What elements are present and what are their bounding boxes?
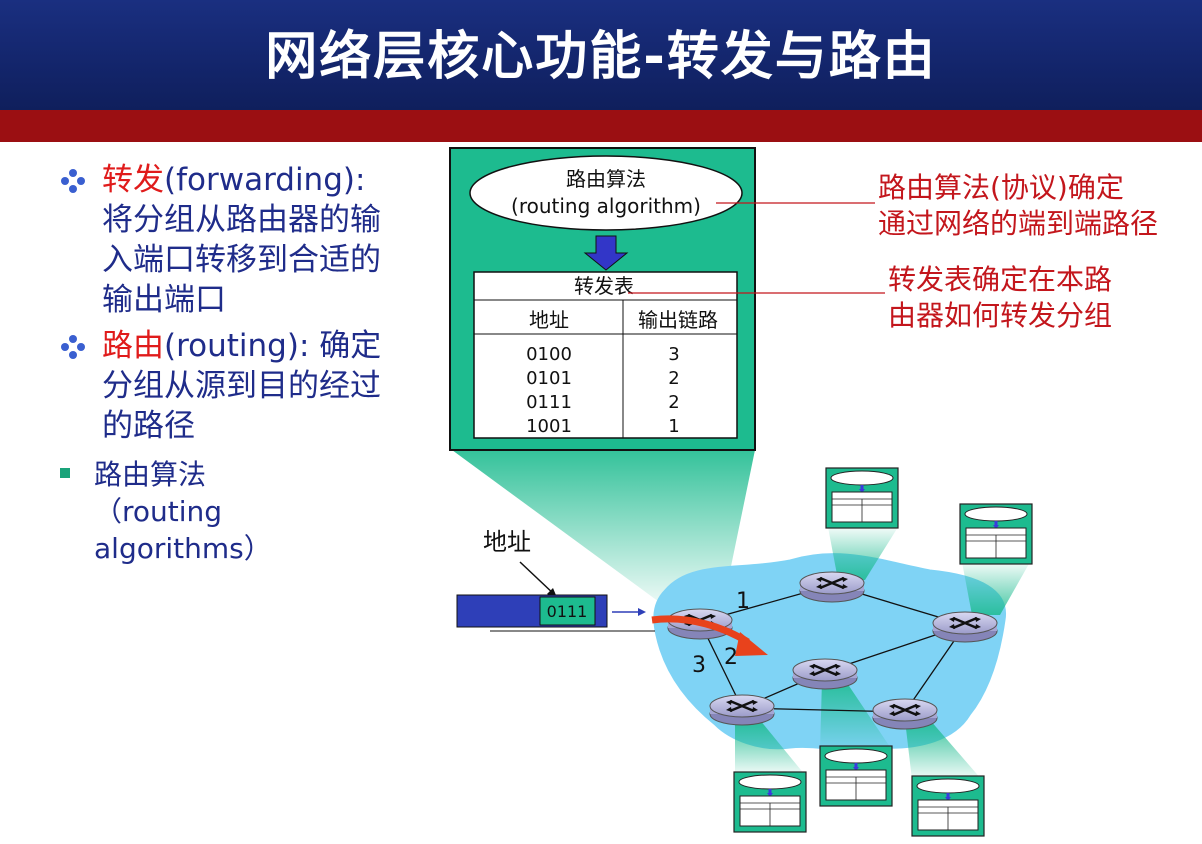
- routing-algorithm-cn: 路由算法: [566, 167, 646, 191]
- bullet-routing: 路由(routing): 确定 分组从源到目的经过的路径: [60, 326, 390, 446]
- table-col-addr: 地址: [529, 308, 569, 332]
- note-forwarding-line1: 转发表确定在本路: [888, 263, 1113, 296]
- note-forwarding-line2: 由器如何转发分组: [888, 299, 1113, 332]
- router-icon: [708, 693, 776, 727]
- router-table-icon: [732, 770, 808, 834]
- sub-line3: algorithms）: [94, 532, 272, 565]
- table-cell-link: 3: [668, 344, 679, 365]
- table-cell-addr: 1001: [526, 416, 572, 437]
- forwarding-desc: 将分组从路由器的输入端口转移到合适的输出端口: [102, 202, 381, 318]
- sub-line1: 路由算法: [94, 458, 207, 491]
- title-bar: 网络层核心功能-转发与路由: [0, 0, 1202, 110]
- diamond-bullet-icon: [61, 169, 85, 193]
- bullet-list: 转发(forwarding): 将分组从路由器的输入端口转移到合适的输出端口 路…: [60, 160, 390, 567]
- router-table-icon: [910, 774, 986, 838]
- note-routing-line1: 路由算法(协议)确定: [878, 171, 1124, 204]
- router-table-icon: [818, 744, 894, 808]
- term-routing: 路由: [102, 328, 164, 364]
- packet-address: 0111: [547, 602, 588, 621]
- term-forwarding-en: (forwarding):: [164, 162, 366, 198]
- table-rows: 0100 3 0101 2 0111 2 1001 1: [526, 344, 680, 437]
- diamond-bullet-icon: [61, 335, 85, 359]
- table-cell-link: 2: [668, 368, 679, 389]
- packet-header: [539, 596, 596, 626]
- beam-top: [828, 527, 898, 580]
- router-table-icon: [958, 502, 1034, 566]
- beam-right: [962, 562, 1030, 615]
- accent-bar: [0, 110, 1202, 142]
- table-col-link: 输出链路: [638, 308, 718, 332]
- term-routing-en: (routing): 确定: [164, 328, 382, 364]
- square-bullet-icon: [60, 468, 70, 478]
- note-forwarding: 转发表确定在本路 由器如何转发分组: [888, 262, 1112, 334]
- link-label-3: 3: [692, 653, 706, 678]
- note-routing-line2: 通过网络的端到端路径: [878, 207, 1159, 240]
- table-title: 转发表: [574, 274, 634, 298]
- note-routing: 路由算法(协议)确定 通过网络的端到端路径: [878, 170, 1158, 242]
- table-cell-addr: 0111: [526, 392, 572, 413]
- table-cell-link: 2: [668, 392, 679, 413]
- link-label-2: 2: [724, 645, 738, 670]
- beam-bottom-left: [735, 720, 805, 775]
- link-label-1: 1: [736, 589, 750, 614]
- routing-desc: 分组从源到目的经过的路径: [102, 368, 381, 444]
- router-icon: [931, 610, 999, 644]
- beam-bottom-right: [905, 720, 982, 780]
- table-cell-addr: 0100: [526, 344, 572, 365]
- packet-motion-head: [638, 608, 646, 616]
- forwarding-arrowhead: [735, 632, 768, 656]
- routing-algorithm-ellipse: [469, 155, 743, 231]
- bullet-forwarding: 转发(forwarding): 将分组从路由器的输入端口转移到合适的输出端口: [60, 160, 390, 320]
- slide-title: 网络层核心功能-转发与路由: [265, 27, 937, 87]
- table-cell-link: 1: [668, 416, 679, 437]
- router-icon: [798, 570, 866, 604]
- packet-addr-label: 地址: [483, 528, 531, 556]
- sub-bullet-routing-algorithms: 路由算法 （routing algorithms）: [2, 456, 390, 567]
- term-forwarding: 转发: [102, 162, 164, 198]
- router-table-icon: [824, 466, 900, 530]
- focus-beam: [452, 450, 755, 610]
- routing-algorithm-en: (routing algorithm): [511, 194, 701, 218]
- router-icon: [791, 657, 859, 691]
- router-icon: [871, 697, 939, 731]
- down-arrow-icon: [583, 235, 629, 271]
- sub-line2: （routing: [94, 495, 223, 528]
- table-cell-addr: 0101: [526, 368, 572, 389]
- packet-pointer-arrow: [519, 561, 557, 597]
- beam-bottom-mid: [820, 680, 892, 750]
